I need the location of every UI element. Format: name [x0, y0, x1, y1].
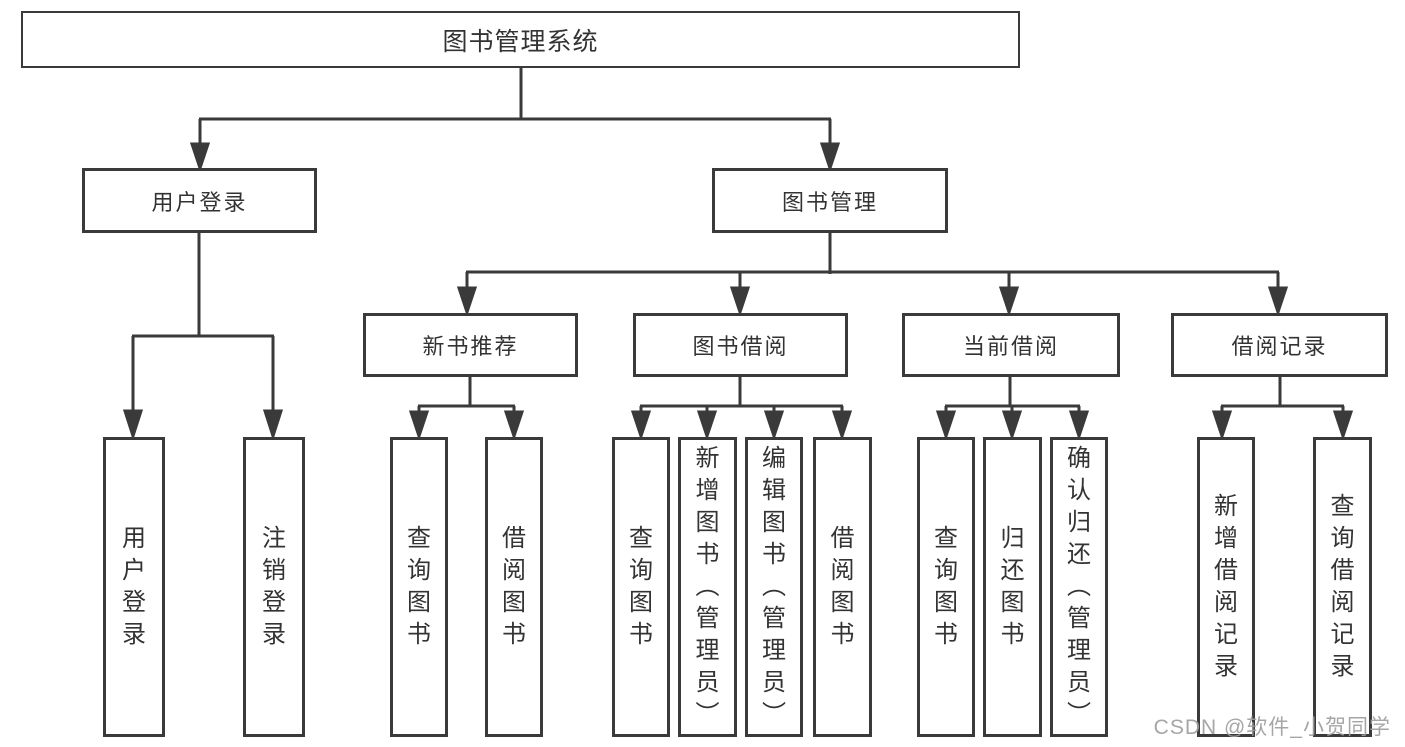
node-book-borrow: 图书借阅	[633, 313, 848, 377]
node-user-login: 用户登录	[82, 168, 317, 233]
leaf-logout: 注 销 登 录	[243, 437, 305, 737]
node-label: 用 户 登 录	[122, 525, 146, 648]
leaf-query-borrow-record: 查 询 借 阅 记 录	[1313, 437, 1372, 737]
node-label: 借阅记录	[1231, 334, 1328, 359]
csdn-watermark: CSDN @软件_小贺同学	[1153, 716, 1391, 739]
node-label: 注 销 登 录	[262, 525, 286, 648]
node-label: 图书管理系统	[442, 27, 599, 56]
leaf-add-book-admin: 新 增 图 书 ︵ 管 理 员 ︶	[678, 437, 737, 737]
leaf-confirm-return-admin: 确 认 归 还 ︵ 管 理 员 ︶	[1050, 437, 1108, 737]
leaf-query-books-recommend: 查 询 图 书	[390, 437, 448, 737]
connector-book-borrow-to-leaves	[630, 377, 853, 441]
node-label: 查 询 图 书	[407, 525, 431, 648]
node-current-borrow: 当前借阅	[902, 313, 1120, 377]
leaf-return-book: 归 还 图 书	[983, 437, 1042, 737]
node-new-book-recommend: 新书推荐	[363, 313, 578, 377]
connector-borrow-records-to-leaves	[1211, 377, 1354, 441]
node-root-system: 图书管理系统	[21, 11, 1020, 68]
node-label: 确 认 归 还 ︵ 管 理 员 ︶	[1067, 445, 1091, 728]
node-label: 新书推荐	[422, 334, 519, 359]
node-label: 编 辑 图 书 ︵ 管 理 员 ︶	[762, 445, 786, 728]
connector-current-borrow-to-leaves	[935, 377, 1090, 441]
node-label: 当前借阅	[962, 334, 1059, 359]
leaf-query-books-borrow: 查 询 图 书	[612, 437, 670, 737]
leaf-add-borrow-record: 新 增 借 阅 记 录	[1197, 437, 1255, 737]
node-label: 查 询 图 书	[934, 525, 958, 648]
node-label: 查 询 借 阅 记 录	[1330, 493, 1355, 680]
node-label: 新 增 图 书 ︵ 管 理 员 ︶	[695, 445, 720, 728]
node-borrow-records: 借阅记录	[1171, 313, 1388, 377]
node-label: 归 还 图 书	[1000, 525, 1025, 648]
leaf-user-login: 用 户 登 录	[103, 437, 165, 737]
connector-user-login-to-leaves	[122, 233, 284, 441]
node-label: 用户登录	[151, 189, 248, 215]
node-label: 图书借阅	[692, 334, 789, 359]
node-book-management: 图书管理	[712, 168, 948, 233]
connector-book-management-to-level3	[456, 233, 1289, 317]
connector-root-to-level2	[189, 66, 841, 173]
node-label: 新 增 借 阅 记 录	[1214, 493, 1238, 680]
node-label: 借 阅 图 书	[502, 525, 526, 648]
node-label: 借 阅 图 书	[830, 525, 855, 648]
leaf-borrow-books-recommend: 借 阅 图 书	[485, 437, 543, 737]
node-label: 查 询 图 书	[629, 525, 653, 648]
node-label: 图书管理	[781, 189, 878, 215]
leaf-borrow-books: 借 阅 图 书	[813, 437, 872, 737]
connector-new-book-recommend-to-leaves	[408, 377, 525, 441]
leaf-query-books-current: 查 询 图 书	[917, 437, 975, 737]
leaf-edit-book-admin: 编 辑 图 书 ︵ 管 理 员 ︶	[745, 437, 803, 737]
